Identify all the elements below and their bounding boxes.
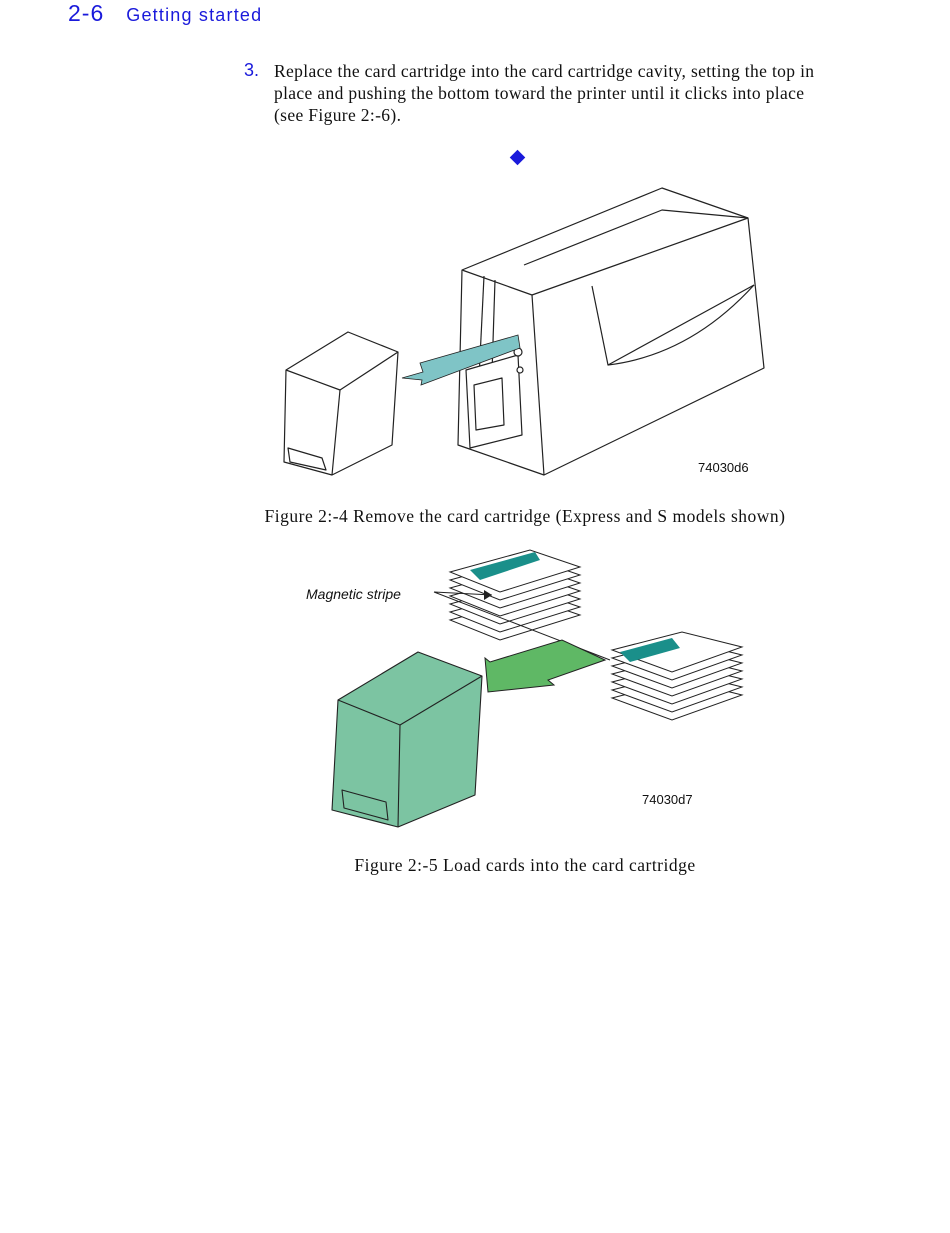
card-print-icon — [620, 638, 680, 662]
page-header: 2-6 Getting started — [68, 0, 262, 32]
removal-arrow-icon — [401, 334, 521, 386]
figure-caption: Figure 2:-5 Load cards into the card car… — [354, 855, 696, 875]
page-number: 2-6 — [68, 0, 105, 26]
figure-id: 74030d6 — [698, 460, 749, 475]
load-arrow-icon — [484, 639, 607, 693]
figure-id: 74030d7 — [642, 792, 693, 807]
section-title: Getting started — [126, 5, 263, 25]
figure-load-cards: Magnetic stripe 74030d7 — [300, 540, 760, 835]
printer-illustration: 74030d6 — [283, 187, 765, 476]
figure-remove-cartridge: 74030d6 — [270, 180, 780, 485]
cards-illustration: Magnetic stripe 74030d7 — [306, 549, 744, 828]
card-print-icon — [470, 552, 540, 580]
magnetic-stripe-label: Magnetic stripe — [306, 586, 401, 602]
bullet-diamond-icon — [509, 149, 526, 166]
step-text: Replace the card cartridge into the card… — [274, 61, 815, 125]
instruction-step: 3. Replace the card cartridge into the c… — [244, 60, 834, 126]
figure-caption: Figure 2:-4 Remove the card cartridge (E… — [264, 506, 786, 526]
step-number: 3. — [244, 60, 260, 80]
